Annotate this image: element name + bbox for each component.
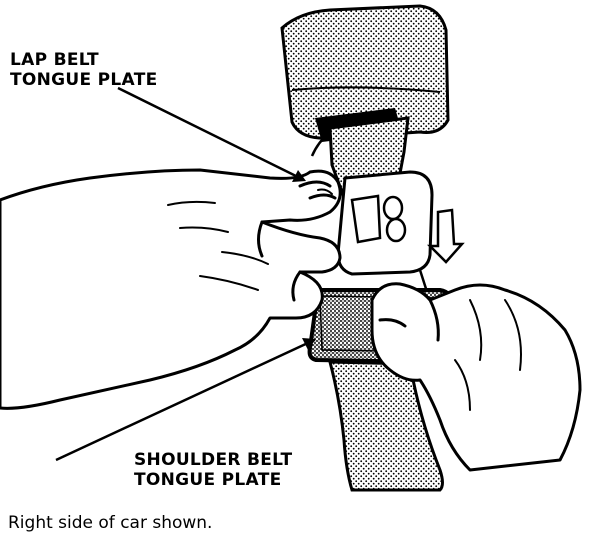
lap-belt-label-line2: TONGUE PLATE	[10, 70, 158, 90]
upper-belt-webbing	[280, 4, 450, 142]
shoulder-belt-leader	[55, 340, 311, 462]
right-hand	[370, 282, 582, 472]
shoulder-belt-label: SHOULDER BELT TONGUE PLATE	[134, 450, 292, 490]
leader-lines	[55, 86, 316, 462]
left-hand	[0, 168, 342, 410]
shoulder-belt-arrowhead	[302, 338, 316, 350]
shoulder-belt-label-line1: SHOULDER BELT	[134, 450, 293, 470]
shoulder-belt-webbing	[328, 360, 444, 492]
buckle-body	[336, 170, 465, 302]
shoulder-belt-label-line2: TONGUE PLATE	[134, 470, 282, 490]
lap-belt-label-line1: LAP BELT	[10, 50, 99, 70]
lap-belt-leader	[117, 86, 301, 180]
lap-belt-arrowhead	[292, 170, 306, 182]
figure-caption: Right side of car shown.	[8, 513, 213, 533]
lap-belt-label: LAP BELT TONGUE PLATE	[10, 50, 158, 90]
